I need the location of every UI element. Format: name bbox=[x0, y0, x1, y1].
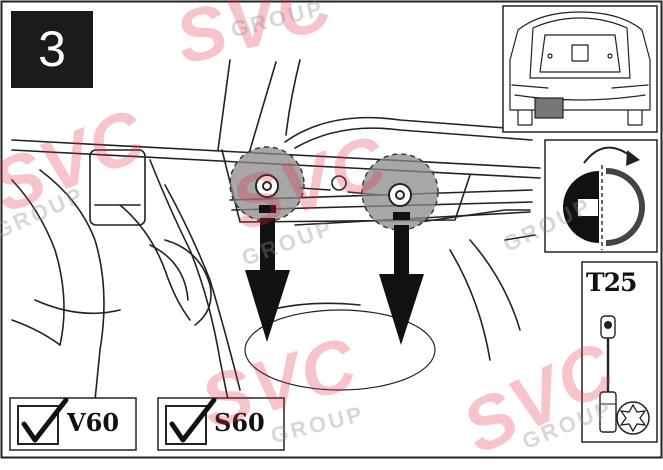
car-rear-inset bbox=[502, 5, 658, 133]
model-label-s60: S60 bbox=[214, 408, 265, 437]
down-arrow-right-icon bbox=[379, 212, 424, 345]
step-badge: 3 bbox=[11, 11, 93, 88]
bolt-highlight-right bbox=[361, 153, 439, 231]
torx-bit-icon bbox=[616, 401, 650, 435]
torx-screwdriver-icon bbox=[599, 315, 617, 433]
down-arrow-left-icon bbox=[245, 205, 290, 342]
checkmark-icon bbox=[169, 397, 217, 443]
model-box-s60 bbox=[157, 397, 285, 451]
model-box-v60 bbox=[9, 397, 137, 451]
step-number: 3 bbox=[38, 21, 66, 77]
checkmark-icon bbox=[21, 397, 69, 443]
trunk-interior-drawing bbox=[11, 59, 541, 421]
outer-frame bbox=[0, 0, 663, 459]
diagram-canvas bbox=[0, 0, 663, 459]
tool-inset bbox=[581, 261, 658, 443]
tool-label: T25 bbox=[586, 268, 637, 297]
model-label-v60: V60 bbox=[67, 408, 120, 437]
clip-removal-inset bbox=[544, 139, 658, 253]
